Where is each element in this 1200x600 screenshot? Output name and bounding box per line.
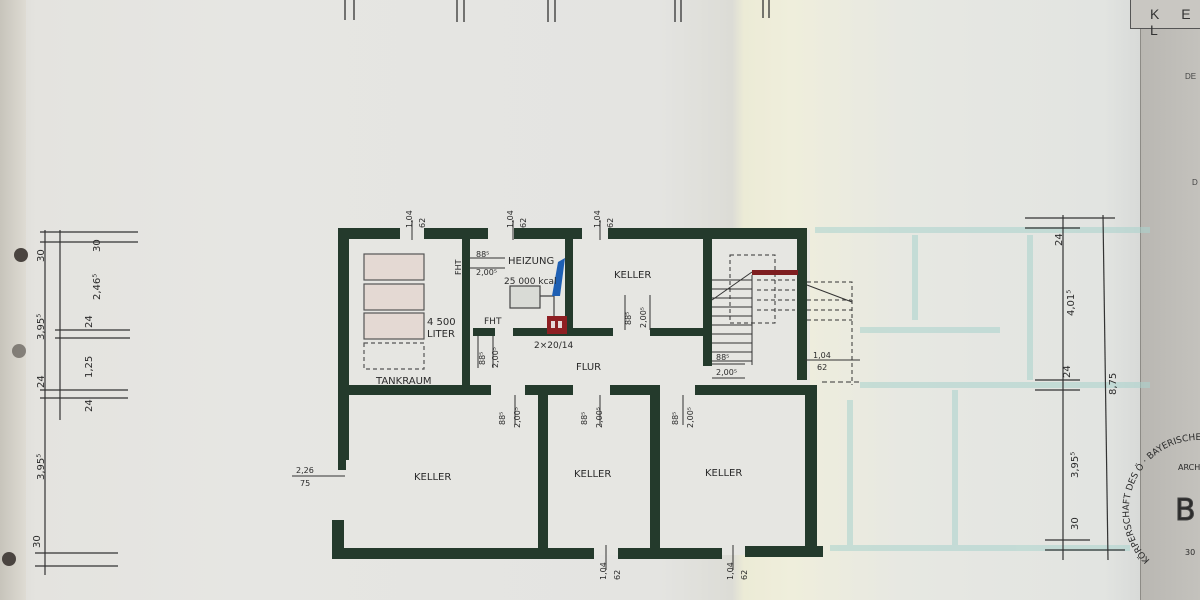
svg-text:3,95⁵: 3,95⁵ [36,314,47,340]
door-marks [470,257,745,425]
svg-text:1,04: 1,04 [813,351,831,360]
svg-text:3,95⁵: 3,95⁵ [36,454,47,480]
room-label-keller: KELLER [614,270,651,281]
pipe-riser [552,258,565,296]
svg-text:30: 30 [1070,517,1081,530]
door-dimensions: 88⁵ 2,00⁵ 88⁵ 2,00⁵ 88⁵ 2,00⁵ 88⁵ 2,00⁵ … [476,250,737,428]
room-label-keller: KELLER [705,468,742,479]
oil-tanks [363,253,425,370]
svg-text:62: 62 [613,570,622,580]
staircase [711,254,860,385]
ghost-plan [815,227,1150,551]
svg-text:2,00⁵: 2,00⁵ [686,407,695,428]
left-dimensions: 30 3,95⁵ 24 3,95⁵ 30 30 2,46⁵ 24 1,25 24 [32,239,103,548]
title-fragment: K E L [1150,6,1200,38]
svg-text:1,04: 1,04 [405,210,414,228]
adjacent-sheet [1140,0,1200,600]
room-label-flur: FLUR [576,362,601,373]
room-label-keller: KELLER [574,469,611,480]
svg-text:24: 24 [1054,233,1065,246]
svg-text:88⁵: 88⁵ [671,412,680,425]
room-label-tankraum: TANKRAUM [375,376,432,387]
svg-text:2,00⁵: 2,00⁵ [716,368,737,377]
fht-label: FHT [454,259,463,275]
room-label-heizung: HEIZUNG [508,256,554,267]
window-marks [292,220,860,570]
svg-text:62: 62 [418,218,427,228]
svg-text:2,00⁵: 2,00⁵ [476,268,497,277]
svg-text:2,00⁵: 2,00⁵ [491,347,500,368]
svg-text:62: 62 [606,218,615,228]
svg-text:8,75: 8,75 [1108,373,1119,395]
tank-unit: LITER [427,329,455,340]
svg-text:88⁵: 88⁵ [716,353,729,362]
svg-text:1,04: 1,04 [599,562,608,580]
punch-hole [12,344,26,358]
svg-text:3,95⁵: 3,95⁵ [1070,452,1081,478]
stair-landing [752,270,798,275]
svg-text:75: 75 [300,479,310,488]
side-text: D [1192,178,1198,187]
svg-text:30: 30 [36,249,47,262]
svg-text:30: 30 [1185,548,1195,557]
boiler-output: 25 000 kcal [504,277,557,287]
left-dimension-lines [35,230,138,575]
svg-text:2,46⁵: 2,46⁵ [92,274,103,300]
svg-text:88⁵: 88⁵ [624,312,633,325]
svg-text:1,04: 1,04 [593,210,602,228]
svg-text:4,01⁵: 4,01⁵ [1066,290,1077,316]
svg-text:88⁵: 88⁵ [478,352,487,365]
svg-text:88⁵: 88⁵ [580,412,589,425]
top-dimension-ticks [344,0,770,22]
side-text: DE [1185,72,1197,81]
punch-hole [14,248,28,262]
title-block [1130,0,1200,29]
svg-text:B A: B A [1175,493,1200,528]
svg-text:62: 62 [519,218,528,228]
chimney-label: 2×20/14 [534,341,573,351]
svg-text:2,00⁵: 2,00⁵ [595,407,604,428]
svg-text:24: 24 [1062,365,1073,378]
chimney [547,316,567,334]
svg-text:1,25: 1,25 [84,356,95,378]
svg-text:88⁵: 88⁵ [498,412,507,425]
svg-text:2,26: 2,26 [296,466,314,475]
room-label-keller: KELLER [414,472,451,483]
tank-capacity: 4 500 [427,317,456,328]
right-dimension-lines [1025,214,1125,561]
svg-text:1,04: 1,04 [506,210,515,228]
svg-text:24: 24 [36,375,47,388]
svg-text:2,00⁵: 2,00⁵ [513,407,522,428]
svg-text:24: 24 [84,315,95,328]
fht-label: FHT [484,317,502,327]
svg-text:2,00⁵: 2,00⁵ [639,307,648,328]
svg-text:24: 24 [84,399,95,412]
room-labels: TANKRAUM HEIZUNG KELLER FLUR KELLER KELL… [375,256,742,483]
svg-text:ARCH: ARCH [1178,463,1200,472]
svg-text:62: 62 [817,363,827,372]
binder-edge [0,0,26,600]
right-dimensions: 24 4,01⁵ 24 3,95⁵ 30 8,75 [1054,233,1119,530]
svg-text:30: 30 [92,239,103,252]
window-dimensions: 1,04 62 1,04 62 1,04 62 1,04 62 2,26 75 … [296,210,831,580]
punch-hole [2,552,16,566]
svg-text:1,04: 1,04 [726,562,735,580]
svg-text:88⁵: 88⁵ [476,250,489,259]
svg-text:62: 62 [740,570,749,580]
svg-text:30: 30 [32,535,43,548]
boiler [509,285,541,309]
